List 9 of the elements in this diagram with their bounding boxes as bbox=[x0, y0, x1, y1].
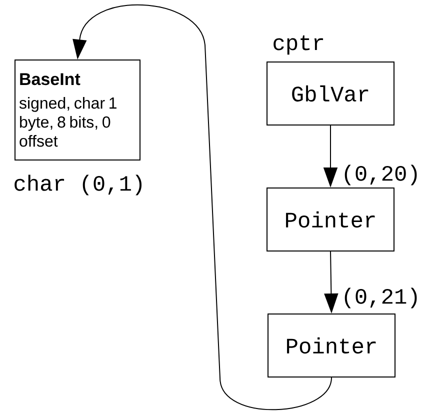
type-box: Pointer bbox=[266, 188, 394, 252]
variable-label: cptr bbox=[274, 35, 324, 55]
edge-label: (0,21) bbox=[340, 286, 422, 310]
variable-label: char (0,1) bbox=[14, 174, 142, 196]
type-box: BaseInt signed, char 1 byte, 8 bits, 0 offset bbox=[14, 60, 140, 160]
type-box: GblVar bbox=[266, 62, 394, 126]
edge-label: (0,20) bbox=[340, 164, 422, 186]
arrow bbox=[72, 4, 332, 410]
type-box: Pointer bbox=[268, 314, 396, 378]
